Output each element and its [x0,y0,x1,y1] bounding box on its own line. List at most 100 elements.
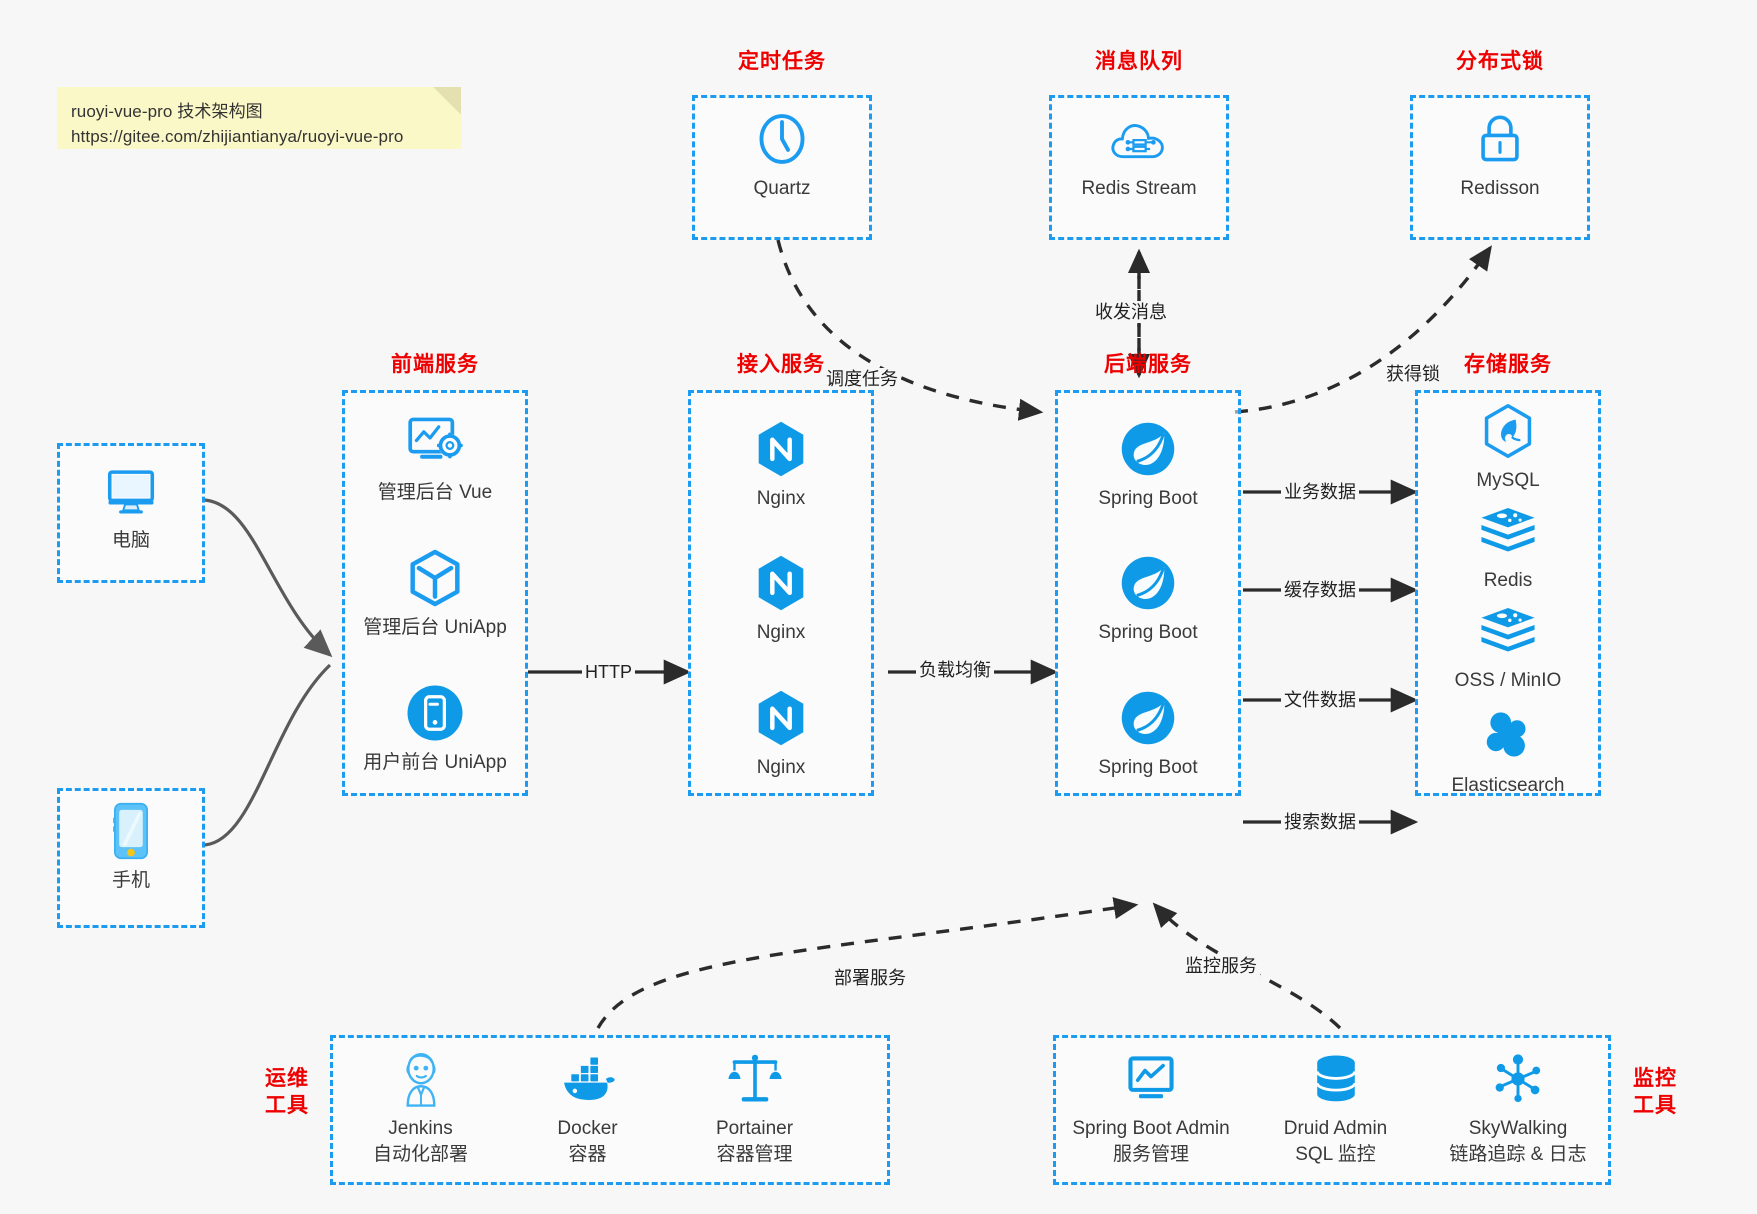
edge-label-schedule-task: 调度任务 [823,368,901,390]
node-label: Nginx [756,622,806,643]
spring-boot-icon [1118,552,1178,614]
node-desc: 服务管理 [1112,1144,1189,1165]
note-url: https://gitee.com/zhijiantianya/ruoyi-vu… [71,127,404,146]
spring-boot-icon [1118,418,1178,480]
group-scheduled-task [692,95,872,240]
edge-label-acquire-lock: 获得锁 [1383,363,1443,385]
redis-icon [1479,500,1537,562]
node-spring-boot-2[interactable]: Spring Boot [1055,552,1241,645]
smartphone-icon [109,800,153,862]
node-label: Spring Boot [1098,488,1198,509]
node-spring-boot-3[interactable]: Spring Boot [1055,687,1241,780]
note-title: ruoyi-vue-pro 技术架构图 [71,102,263,121]
node-label: Redis Stream [1081,178,1197,199]
caption-monitoring-tools: 监控 工具 [1620,1065,1690,1119]
edge-label-deploy-service: 部署服务 [831,967,909,989]
scales-icon [726,1048,784,1110]
node-label: OSS / MinIO [1454,670,1562,691]
node-label: 管理后台 Vue [377,482,493,503]
node-oss-minio[interactable]: OSS / MinIO [1415,600,1601,693]
node-label: 管理后台 UniApp [363,617,507,638]
node-redis-stream[interactable]: Redis Stream [1049,108,1229,201]
node-label: Nginx [756,488,806,509]
edge-label-business-data: 业务数据 [1281,481,1359,503]
node-label: Nginx [756,757,806,778]
node-name: Docker [557,1118,618,1139]
node-nginx-1[interactable]: Nginx [688,418,874,511]
caption-scheduled-task: 定时任务 [738,50,826,73]
monitor-icon [102,460,160,522]
mysql-icon [1479,400,1537,462]
node-redisson[interactable]: Redisson [1410,108,1590,201]
caption-backend-service: 后端服务 [1104,353,1192,376]
node-spring-boot-admin[interactable]: Spring Boot Admin 服务管理 [1058,1048,1244,1168]
caption-monitoring-line1: 监控 [1633,1067,1677,1090]
node-nginx-2[interactable]: Nginx [688,552,874,645]
node-phone[interactable]: 手机 [57,800,205,893]
node-name: Portainer [715,1118,794,1139]
node-nginx-3[interactable]: Nginx [688,687,874,780]
caption-devops-line2: 工具 [265,1094,309,1117]
node-label: 电脑 [111,530,150,551]
node-name: Jenkins [388,1118,453,1139]
edge-label-http: HTTP [582,661,635,683]
database-icon [1310,1048,1362,1110]
lock-icon [1472,108,1528,170]
clock-icon [753,108,811,170]
group-devops-tools [330,1035,890,1185]
jenkins-icon [394,1048,448,1110]
node-label: Spring Boot [1098,622,1198,643]
edge-label-load-balance: 负载均衡 [916,659,994,681]
node-quartz[interactable]: Quartz [692,108,872,201]
spring-boot-icon [1118,687,1178,749]
node-jenkins[interactable]: Jenkins 自动化部署 [338,1048,503,1168]
edge-label-monitor-service: 监控服务 [1182,955,1260,977]
cube-icon [404,547,466,609]
mobile-app-icon [405,682,465,744]
node-admin-vue[interactable]: 管理后台 Vue [342,412,528,505]
redis-icon [1479,600,1537,662]
edge-label-send-receive-message: 收发消息 [1092,301,1170,323]
caption-distributed-lock: 分布式锁 [1456,50,1544,73]
caption-gateway-service: 接入服务 [737,353,825,376]
node-name: Spring Boot Admin [1072,1118,1230,1139]
caption-frontend-service: 前端服务 [391,353,479,376]
node-redis[interactable]: Redis [1415,500,1601,593]
node-name: SkyWalking [1468,1118,1568,1139]
node-docker[interactable]: Docker 容器 [505,1048,670,1168]
node-label: Quartz [753,178,811,199]
elasticsearch-icon [1479,705,1537,767]
node-label: MySQL [1476,470,1540,491]
node-user-uniapp[interactable]: 用户前台 UniApp [342,682,528,775]
node-label: 用户前台 UniApp [363,752,507,773]
node-desc: 自动化部署 [372,1144,468,1165]
nginx-icon [752,552,810,614]
node-label: 手机 [111,870,150,891]
cloud-stream-icon [1108,108,1170,170]
node-desc: SQL 监控 [1295,1144,1376,1165]
dashboard-gear-icon [404,412,466,474]
node-label: Spring Boot [1098,757,1198,778]
node-name: Druid Admin [1283,1118,1388,1139]
caption-message-queue: 消息队列 [1095,50,1183,73]
node-portainer[interactable]: Portainer 容器管理 [672,1048,837,1168]
node-mysql[interactable]: MySQL [1415,400,1601,493]
docker-icon [557,1048,619,1110]
node-label: Redis [1483,570,1533,591]
caption-devops-line1: 运维 [265,1067,309,1090]
node-desc: 容器 [568,1144,607,1165]
node-desc: 容器管理 [716,1144,793,1165]
group-distributed-lock [1410,95,1590,240]
node-pc[interactable]: 电脑 [57,460,205,553]
caption-storage-service: 存储服务 [1464,353,1552,376]
nginx-icon [752,687,810,749]
node-druid-admin[interactable]: Druid Admin SQL 监控 [1253,1048,1418,1168]
node-elasticsearch[interactable]: Elasticsearch [1415,705,1601,798]
group-message-queue [1049,95,1229,240]
monitor-chart-icon [1122,1048,1180,1110]
node-admin-uniapp[interactable]: 管理后台 UniApp [342,547,528,640]
edge-label-cache-data: 缓存数据 [1281,579,1359,601]
node-spring-boot-1[interactable]: Spring Boot [1055,418,1241,511]
node-skywalking[interactable]: SkyWalking 链路追踪 & 日志 [1425,1048,1611,1168]
